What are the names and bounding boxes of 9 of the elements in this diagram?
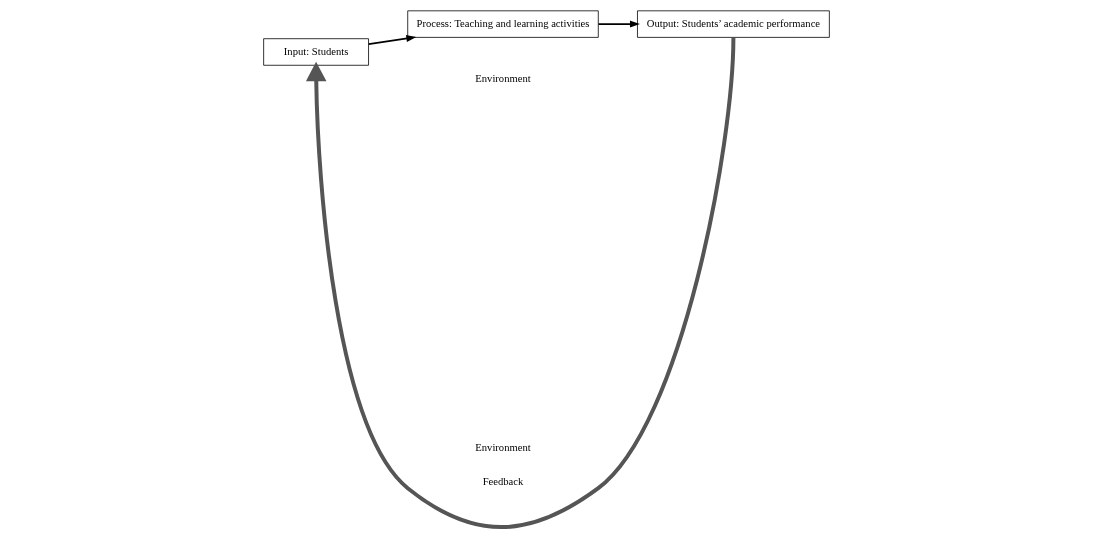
label: Environment <box>475 72 531 84</box>
node-box: Output: Students’ academic performance <box>637 10 830 38</box>
arrow <box>305 37 736 529</box>
edge-label: Feedback <box>482 475 524 487</box>
node-box: Input: Students <box>263 38 369 66</box>
arrow <box>597 20 640 28</box>
label: Environment <box>475 441 531 453</box>
node-box: Process: Teaching and learning activities <box>407 10 599 38</box>
arrow <box>367 35 417 45</box>
